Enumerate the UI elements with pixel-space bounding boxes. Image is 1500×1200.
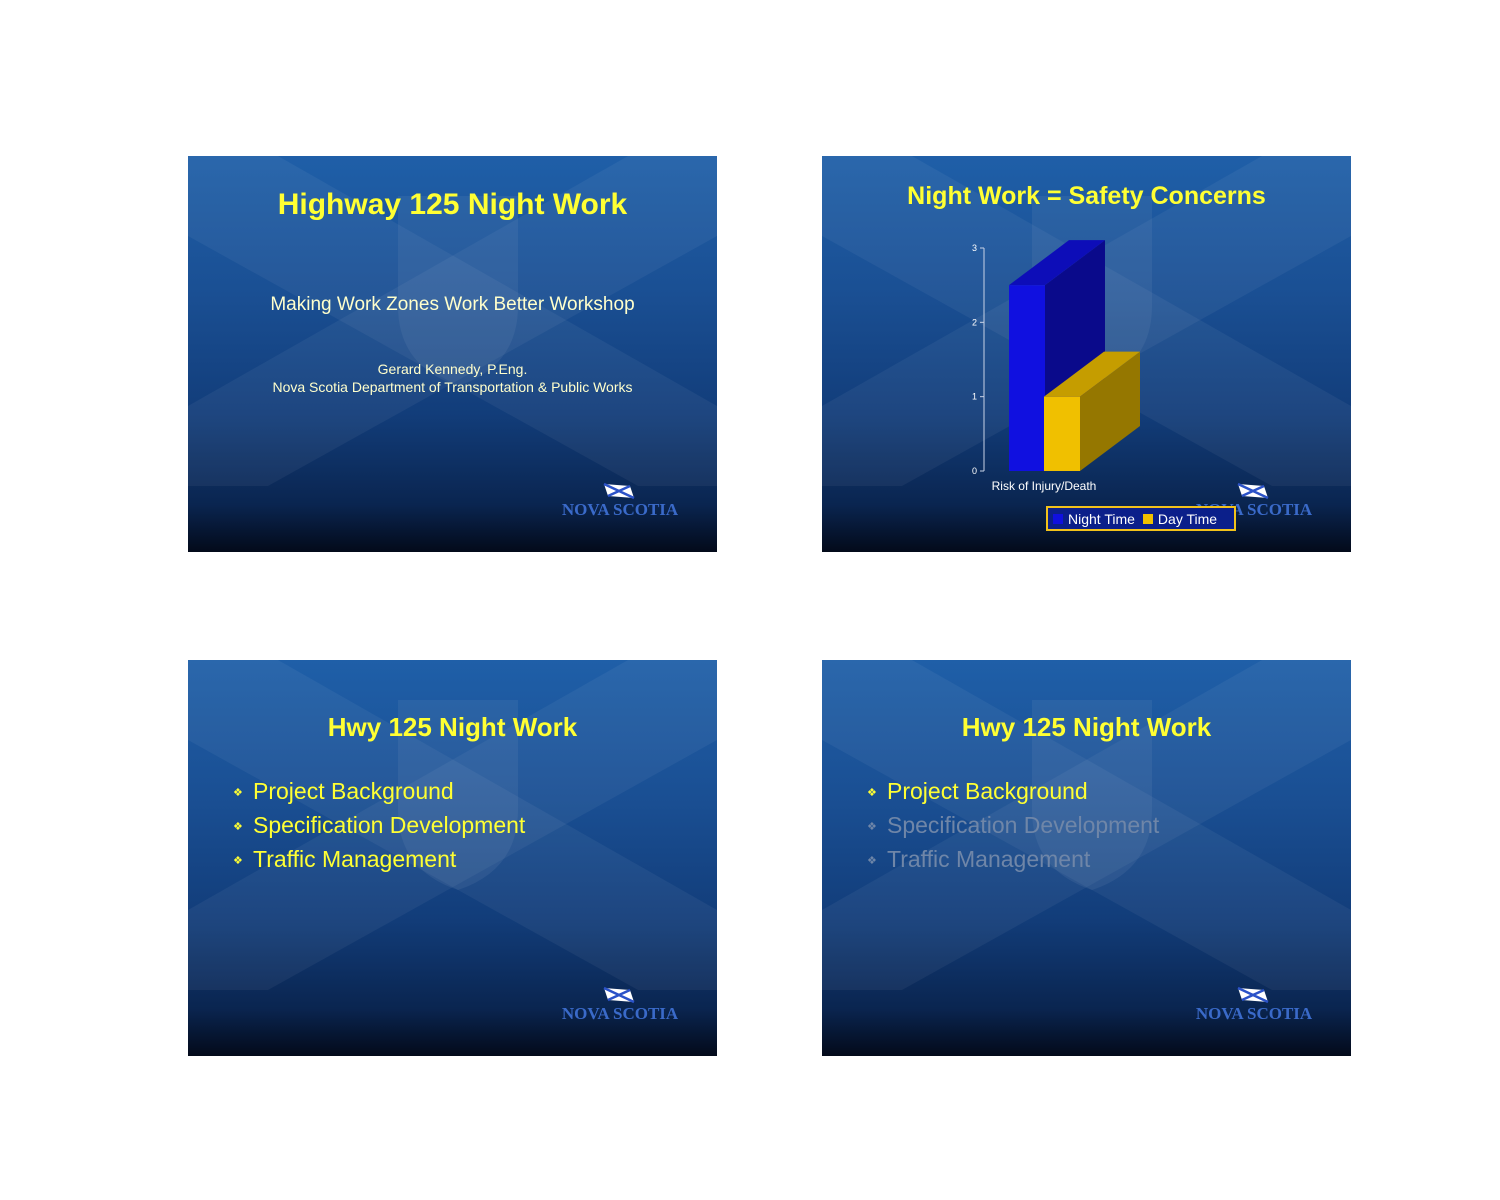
bar-top-night <box>1009 240 1105 286</box>
nova-scotia-logo: NOVA SCOTIA <box>1196 986 1313 1023</box>
nova-scotia-logo: NOVA SCOTIA <box>562 986 679 1023</box>
slide-2: Night Work = Safety Concerns NOVA SCOTIA… <box>822 156 1351 552</box>
bullet-item-dimmed: ❖ Traffic Management <box>867 844 1159 878</box>
bullet-item: ❖ Traffic Management <box>233 844 525 878</box>
bullet-item-dimmed: ❖ Specification Development <box>867 810 1159 844</box>
svg-text:NOVA SCOTIA: NOVA SCOTIA <box>562 1004 679 1023</box>
bullet-text: Traffic Management <box>887 846 1091 872</box>
y-tick-label: 2 <box>972 317 977 327</box>
bullet-text: Traffic Management <box>253 846 457 872</box>
slide-title: Hwy 125 Night Work <box>961 712 1212 742</box>
flag-background <box>188 660 717 990</box>
bar-top-day <box>1044 351 1140 397</box>
legend-swatch-night <box>1053 513 1063 524</box>
chart-legend: Night Time Day Time <box>1046 506 1236 531</box>
slide-subtitle: Making Work Zones Work Better Workshop <box>270 294 635 315</box>
diamond-bullet-icon: ❖ <box>233 820 243 833</box>
diamond-bullet-icon: ❖ <box>867 786 877 799</box>
bullet-text: Project Background <box>253 778 454 804</box>
svg-text:NOVA SCOTIA: NOVA SCOTIA <box>562 500 679 519</box>
slide-title: Highway 125 Night Work <box>277 188 628 221</box>
flag-background <box>188 156 717 486</box>
legend-swatch-day <box>1142 513 1153 524</box>
slide-title: Hwy 125 Night Work <box>327 712 578 742</box>
bullet-list: ❖ Project Background ❖ Specification Devel… <box>867 776 1159 878</box>
diamond-bullet-icon: ❖ <box>233 786 243 799</box>
bullet-item: ❖ Project Background <box>233 776 525 810</box>
slide-3: Hwy 125 Night Work ❖ Project Background ❖… <box>188 660 717 1056</box>
organization-line: Nova Scotia Department of Transportation… <box>272 379 633 395</box>
diamond-bullet-icon: ❖ <box>867 854 877 867</box>
y-tick-label: 1 <box>972 392 977 402</box>
bullet-text: Project Background <box>887 778 1088 804</box>
legend-item-night: Night Time <box>1053 511 1135 527</box>
legend-label-night: Night Time <box>1068 510 1135 527</box>
legend-item-day: Day Time <box>1142 510 1218 527</box>
author-line: Gerard Kennedy, P.Eng. <box>377 361 528 377</box>
bullet-text: Specification Development <box>253 812 526 838</box>
flag-background <box>822 660 1351 990</box>
slide-1: Highway 125 Night Work Making Work Zones… <box>188 156 717 552</box>
legend-label-day: Day Time <box>1157 510 1218 527</box>
bullet-item: ❖ Specification Development <box>233 810 525 844</box>
bar-side-day <box>1080 351 1140 471</box>
x-category-label: Risk of Injury/Death <box>992 479 1097 493</box>
y-tick-label: 3 <box>972 243 977 253</box>
svg-text:NOVA SCOTIA: NOVA SCOTIA <box>1196 1004 1313 1023</box>
slide-title: Night Work = Safety Concerns <box>907 182 1266 210</box>
bullet-item-active: ❖ Project Background <box>867 776 1159 810</box>
diamond-bullet-icon: ❖ <box>867 820 877 833</box>
nova-scotia-logo: NOVA SCOTIA <box>562 482 679 519</box>
bullet-text: Specification Development <box>887 812 1160 838</box>
bar-day <box>1044 396 1080 471</box>
y-tick-label: 0 <box>972 466 977 476</box>
bar-night <box>1009 285 1045 471</box>
diamond-bullet-icon: ❖ <box>233 854 243 867</box>
slide-4: Hwy 125 Night Work ❖ Project Background ❖… <box>822 660 1351 1056</box>
bullet-list: ❖ Project Background ❖ Specification Devel… <box>233 776 525 878</box>
